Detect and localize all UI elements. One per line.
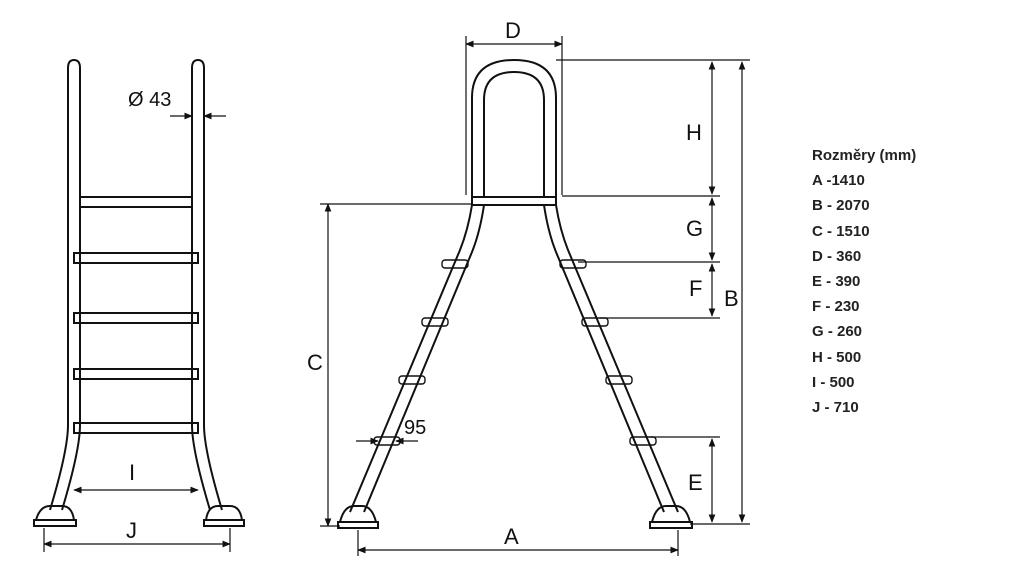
dim-label-d: D: [505, 18, 521, 43]
dim-label-f: F: [689, 276, 702, 301]
dim-label-a: A: [504, 524, 519, 549]
step-depth-label: 95: [404, 417, 426, 439]
dim-label-e: E: [688, 470, 703, 495]
dimensions-legend: Rozměry (mm) A -1410 B - 2070 C - 1510 D…: [812, 143, 916, 420]
legend-item-e: E - 390: [812, 272, 861, 290]
side-left-foot: [337, 505, 379, 529]
legend-item-f: F - 230: [812, 298, 860, 316]
legend-item-g: G - 260: [812, 323, 863, 341]
dim-label-g: G: [686, 216, 703, 241]
legend-item-d: D - 360: [812, 247, 862, 265]
legend-item-b: B - 2070: [812, 197, 870, 215]
side-view: D C 95 A H G F E B: [307, 18, 750, 556]
side-left-leg: [349, 204, 485, 513]
dim-label-i: I: [129, 460, 135, 485]
dim-label-c: C: [307, 350, 323, 375]
front-view: Ø 43 I J: [33, 58, 245, 552]
dim-label-j: J: [126, 518, 137, 543]
front-right-rail: [191, 58, 223, 511]
side-right-leg: [543, 204, 679, 513]
dim-label-h: H: [686, 120, 702, 145]
legend-item-j: J - 710: [812, 398, 859, 416]
dim-label-b: B: [724, 286, 739, 311]
side-top-arch: [471, 58, 557, 198]
diameter-label: Ø 43: [128, 89, 171, 111]
legend-item-h: H - 500: [812, 348, 862, 366]
legend-item-a: A -1410: [812, 172, 865, 190]
side-top-crossbar: [471, 196, 557, 206]
legend-title: Rozměry (mm): [812, 147, 917, 164]
front-left-rail: [49, 58, 81, 511]
front-rungs: [73, 196, 199, 434]
legend-item-c: C - 1510: [812, 222, 870, 240]
front-right-foot: [203, 505, 245, 527]
side-right-foot: [649, 505, 693, 529]
legend-item-i: I - 500: [812, 373, 855, 391]
side-right-steps: [559, 259, 657, 446]
front-left-foot: [33, 505, 77, 527]
